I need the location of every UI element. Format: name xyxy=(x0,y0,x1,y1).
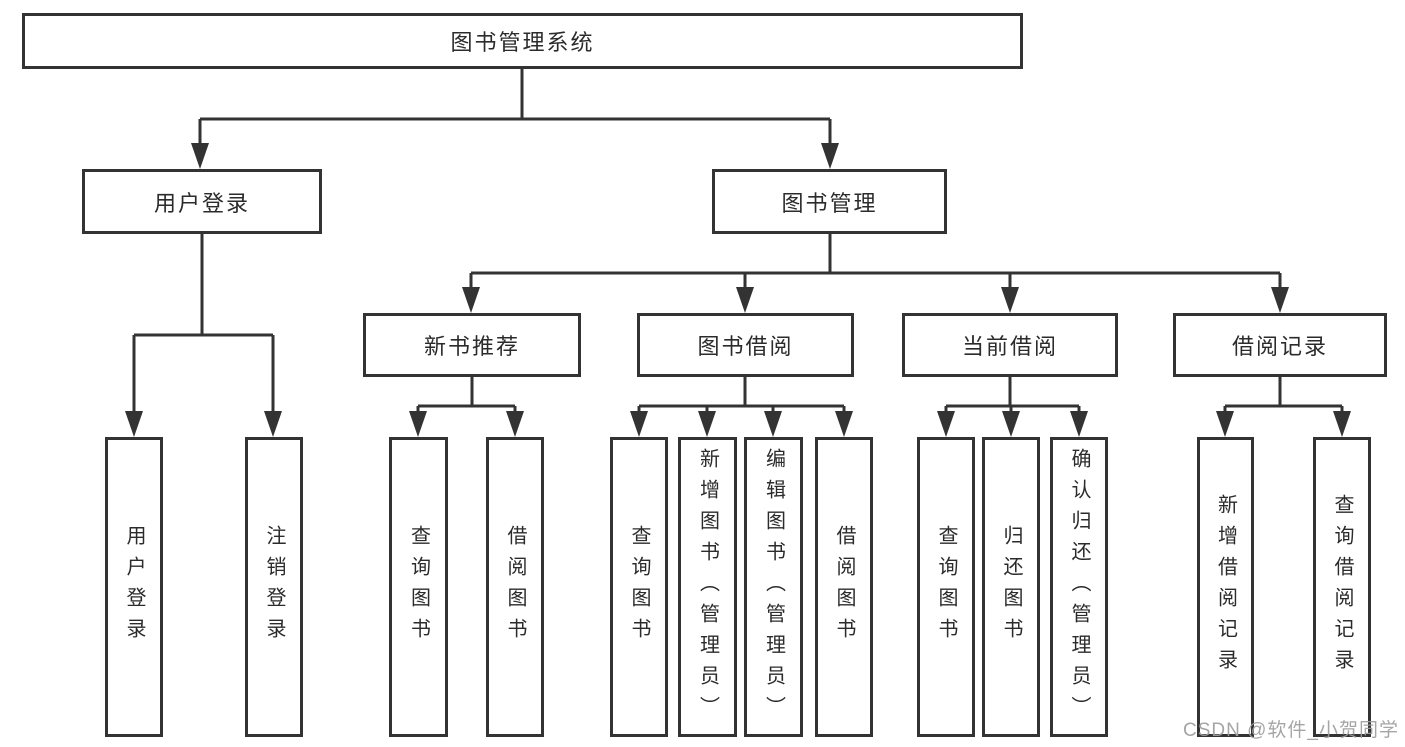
node-label: 用户登录 xyxy=(123,525,145,649)
node-label: 查询借阅记录 xyxy=(1331,494,1353,680)
arrowheads xyxy=(125,143,1351,437)
node-label: 归还图书 xyxy=(1000,525,1022,649)
leaf-query-books-2: 查询图书 xyxy=(610,437,668,737)
leaf-add-borrow-record: 新增借阅记录 xyxy=(1197,437,1254,737)
node-label: 查询图书 xyxy=(628,525,650,649)
leaf-user-login: 用户登录 xyxy=(105,437,163,737)
node-user-login: 用户登录 xyxy=(82,169,322,234)
node-new-book-recommendation: 新书推荐 xyxy=(363,313,581,377)
leaf-query-borrow-record: 查询借阅记录 xyxy=(1313,437,1371,737)
node-book-borrowing: 图书借阅 xyxy=(637,313,854,377)
leaf-return-book: 归还图书 xyxy=(982,437,1040,737)
node-current-borrowing: 当前借阅 xyxy=(902,313,1118,377)
node-book-management: 图书管理 xyxy=(712,169,947,234)
leaf-borrow-books-1: 借阅图书 xyxy=(486,437,544,737)
node-label: 确认归还（管理员） xyxy=(1068,447,1090,727)
node-label: 编辑图书（管理员） xyxy=(762,447,785,727)
leaf-query-books-3: 查询图书 xyxy=(917,437,975,737)
node-label: 新增借阅记录 xyxy=(1214,494,1237,680)
node-label: 图书管理 xyxy=(781,190,878,216)
leaf-confirm-return-admin: 确认归还（管理员） xyxy=(1050,437,1108,737)
node-label: 用户登录 xyxy=(153,190,250,216)
node-label: 当前借阅 xyxy=(961,334,1058,359)
node-label: 借阅图书 xyxy=(833,525,855,649)
node-borrowing-records: 借阅记录 xyxy=(1173,313,1387,377)
node-label: 图书借阅 xyxy=(697,334,794,359)
node-label: 查询图书 xyxy=(935,525,957,649)
node-label: 借阅记录 xyxy=(1231,334,1328,359)
leaf-query-books-1: 查询图书 xyxy=(389,437,448,737)
leaf-borrow-books-2: 借阅图书 xyxy=(815,437,873,737)
node-label: 借阅图书 xyxy=(504,525,526,649)
leaf-logout: 注销登录 xyxy=(245,437,303,737)
node-label: 新书推荐 xyxy=(423,334,520,359)
node-label: 注销登录 xyxy=(263,525,285,649)
leaf-edit-book-admin: 编辑图书（管理员） xyxy=(744,437,803,737)
watermark: CSDN @软件_小贺同学 xyxy=(1183,720,1399,741)
node-label: 图书管理系统 xyxy=(450,30,595,55)
node-library-management-system: 图书管理系统 xyxy=(22,13,1023,69)
node-label: 新增图书（管理员） xyxy=(696,447,719,727)
leaf-add-book-admin: 新增图书（管理员） xyxy=(678,437,737,737)
node-label: 查询图书 xyxy=(407,525,430,649)
